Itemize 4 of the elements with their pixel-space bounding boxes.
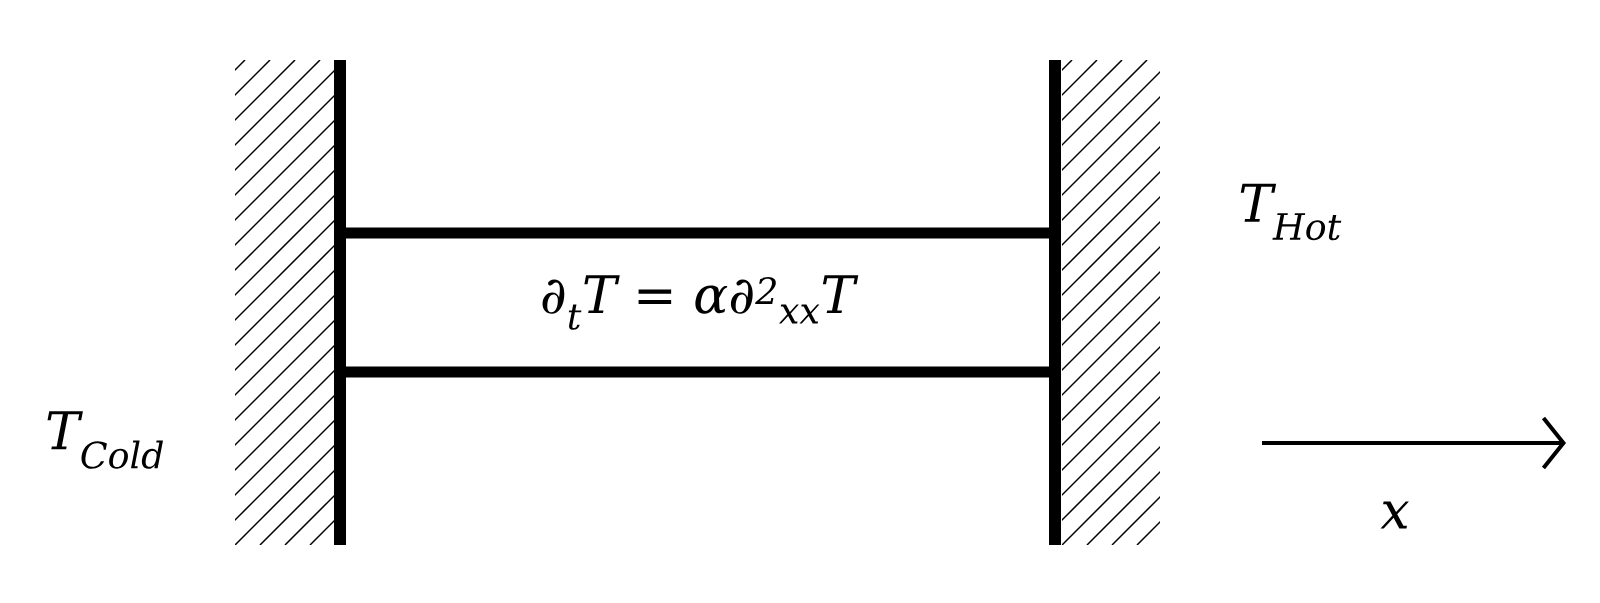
rod-box: ∂$_{t}$T = α∂$^{2}$$_{xx}$T xyxy=(334,227,1061,378)
label: x xyxy=(1380,501,1409,529)
label: T$_{Cold}$ xyxy=(47,411,163,469)
label: T$_{Hot}$ xyxy=(1240,183,1342,241)
